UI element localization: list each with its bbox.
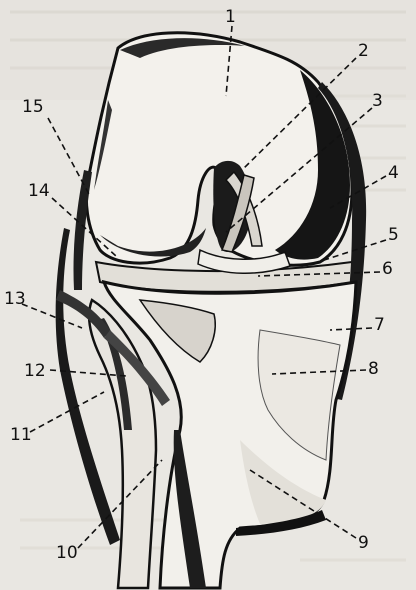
label-7: 7 <box>374 315 385 335</box>
label-13: 13 <box>4 289 26 309</box>
label-11: 11 <box>10 425 32 445</box>
label-15: 15 <box>22 97 44 117</box>
label-10: 10 <box>56 543 78 563</box>
label-14: 14 <box>28 181 50 201</box>
label-2: 2 <box>358 41 369 61</box>
label-3: 3 <box>372 91 383 111</box>
label-4: 4 <box>388 163 399 183</box>
label-1: 1 <box>225 7 236 27</box>
label-12: 12 <box>24 361 46 381</box>
label-8: 8 <box>368 359 379 379</box>
label-9: 9 <box>358 533 369 553</box>
label-5: 5 <box>388 225 399 245</box>
label-6: 6 <box>382 259 393 279</box>
